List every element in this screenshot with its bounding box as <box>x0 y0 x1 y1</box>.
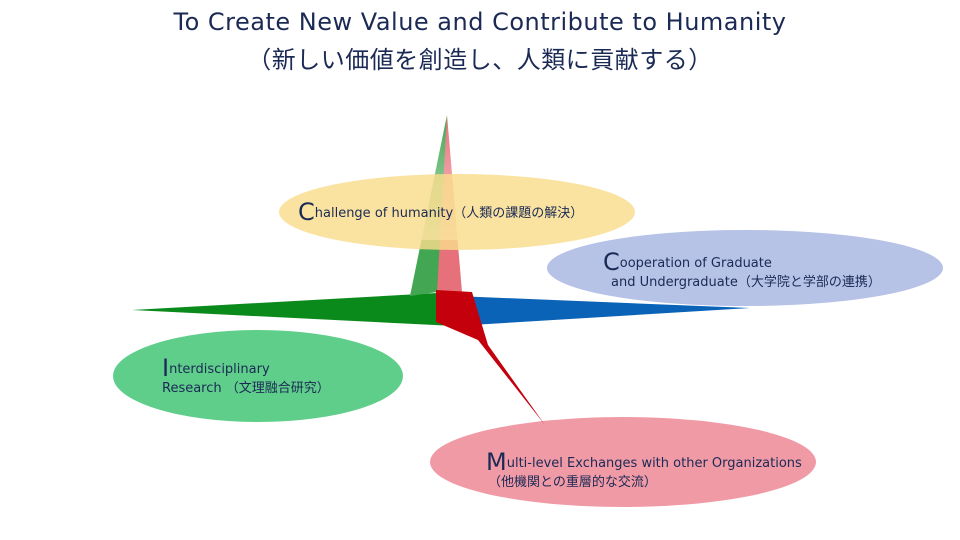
label-multilevel: Multi-level Exchanges with other Organiz… <box>486 450 802 492</box>
title-japanese: （新しい価値を創造し、人類に貢献する） <box>247 46 713 74</box>
label-interdisciplinary: Interdisciplinary Research （文理融合研究） <box>162 356 330 398</box>
label-multilevel-initial: M <box>486 448 507 476</box>
spike-left <box>132 292 455 326</box>
ellipse-cooperation <box>547 230 943 306</box>
label-multilevel-line2: （他機関との重層的な交流） <box>488 475 657 490</box>
label-cooperation-initial: C <box>603 248 620 276</box>
ellipse-multilevel <box>430 417 816 507</box>
label-challenge-initial: C <box>298 198 315 226</box>
label-cooperation-line2: and Undergraduate（大学院と学部の連携） <box>611 275 881 290</box>
label-cooperation: Cooperation of Graduate and Undergraduat… <box>603 250 881 292</box>
label-interdisciplinary-initial: I <box>162 354 170 382</box>
label-cooperation-line1: ooperation of Graduate <box>619 256 772 271</box>
ellipse-challenge <box>279 174 635 250</box>
label-interdisciplinary-line1: nterdisciplinary <box>169 362 270 377</box>
title-english: To Create New Value and Contribute to Hu… <box>173 8 787 36</box>
label-challenge-line1: hallenge of humanity（人類の課題の解決） <box>314 206 584 221</box>
ellipse-interdisciplinary <box>113 330 403 422</box>
label-interdisciplinary-line2: Research （文理融合研究） <box>162 381 330 396</box>
spike-down <box>436 290 545 425</box>
label-challenge: Challenge of humanity（人類の課題の解決） <box>298 200 584 224</box>
label-multilevel-line1: ulti-level Exchanges with other Organiza… <box>506 456 802 471</box>
spike-right <box>455 296 750 326</box>
